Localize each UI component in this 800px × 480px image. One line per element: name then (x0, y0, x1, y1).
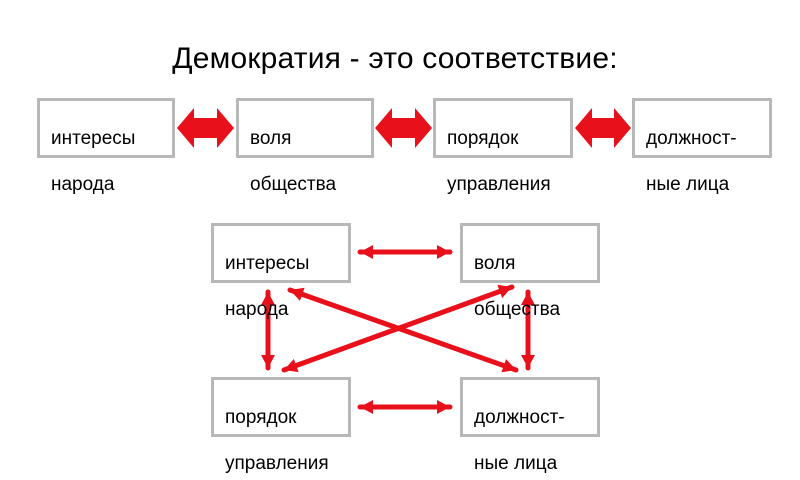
top-box-officials: должност- ные лица (632, 98, 772, 195)
arrowhead (284, 358, 299, 373)
box-label-line2: народа (225, 299, 289, 320)
arrowhead (261, 355, 275, 368)
box-label-line1: воля (250, 128, 292, 149)
arrowhead (521, 292, 535, 305)
box-label-line2: управления (447, 174, 551, 195)
diagram-box-will: воля общества (460, 223, 600, 320)
arrowhead (360, 245, 373, 259)
double-arrow-2-3 (375, 108, 432, 148)
box-label-line1: интересы (51, 128, 136, 149)
diagram-box-order: порядок управления (211, 377, 351, 474)
arrowhead (437, 400, 450, 414)
arrowhead (497, 284, 512, 299)
arrowhead (521, 355, 535, 368)
arrow-interests-officials (287, 287, 519, 373)
arrowhead (501, 359, 516, 373)
box-label-line1: интересы (225, 253, 310, 274)
arrow-will-order (281, 284, 515, 373)
top-box-will: воля общества (236, 98, 374, 195)
double-arrow-3-4 (575, 108, 631, 148)
box-label-line2: ные лица (646, 174, 730, 195)
top-box-order: порядок управления (433, 98, 573, 195)
arrowhead (437, 245, 450, 259)
page-title: Демократия - это соответствие: (172, 42, 618, 75)
double-arrow-1-2 (177, 108, 234, 148)
box-label-line2: управления (225, 453, 329, 474)
arrowhead (261, 292, 275, 305)
box-label-line1: должност- (646, 128, 737, 149)
box-label-line2: общества (250, 174, 337, 195)
box-label-line2: народа (51, 174, 115, 195)
box-label-line2: ные лица (474, 453, 558, 474)
top-box-interests: интересы народа (37, 98, 175, 195)
box-label-line1: должност- (474, 407, 565, 428)
diagram-box-officials: должност- ные лица (460, 377, 600, 474)
arrowhead (360, 400, 373, 414)
arrowhead (290, 287, 305, 301)
box-label-line1: порядок (447, 128, 519, 149)
diagram-box-interests: интересы народа (211, 223, 351, 320)
box-label-line2: общества (474, 299, 561, 320)
box-label-line1: воля (474, 253, 516, 274)
box-label-line1: порядок (225, 407, 297, 428)
